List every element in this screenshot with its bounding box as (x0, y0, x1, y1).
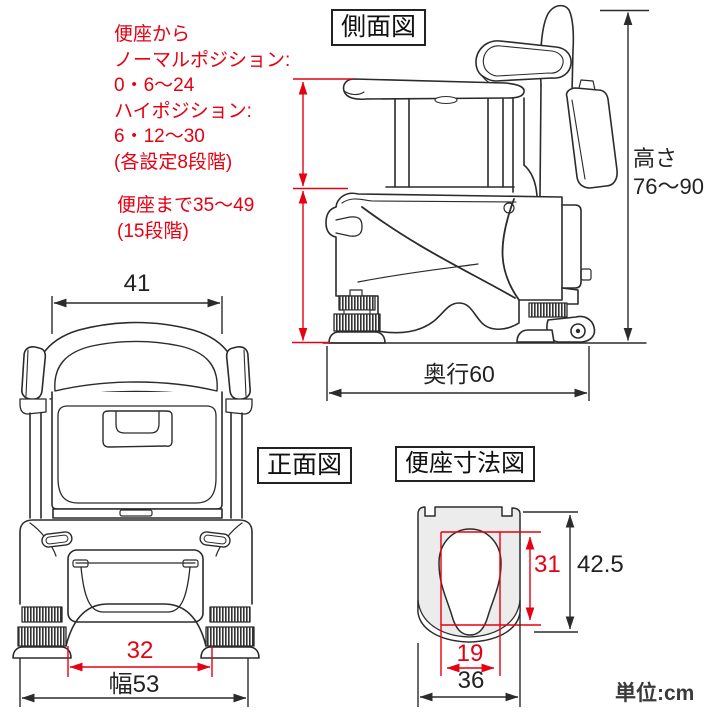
seat-opening-depth-dimension: 31 (534, 551, 561, 578)
seat-view-dimensions (417, 511, 578, 707)
height-dimension-value: 76〜90 (633, 174, 704, 199)
seat-view-drawing (417, 506, 521, 643)
note-line: (15段階) (117, 220, 189, 242)
seat-opening-width-dimension: 19 (456, 640, 484, 667)
seat-total-depth-dimension: 42.5 (577, 551, 624, 578)
front-view-label: 正面図 (257, 447, 353, 485)
note-line: ハイポジション: (114, 100, 252, 122)
width-dimension: 幅53 (108, 671, 160, 698)
seat-view-label: 便座寸法図 (395, 446, 535, 482)
note-line: 便座まで35〜49 (117, 195, 255, 216)
top-width-dimension: 41 (123, 270, 151, 297)
note-line: 便座から (114, 24, 191, 45)
unit-note: 単位:cm (615, 682, 695, 705)
note-line: (各設定8段階) (114, 151, 233, 173)
front-view-drawing (12, 321, 260, 659)
side-view-drawing (322, 4, 647, 344)
front-view-dimensions (19, 296, 249, 707)
side-view-label: 側面図 (331, 9, 427, 47)
height-dimension: 高さ 76〜90 (633, 145, 704, 201)
seat-width-dimension: 36 (457, 667, 485, 694)
note-line: ノーマルポジション: (114, 49, 291, 71)
seat-offset-note: 便座から ノーマルポジション: 0・6〜24 ハイポジション: 6・12〜30 … (114, 22, 290, 175)
side-view-dimensions (292, 9, 649, 401)
height-dimension-label: 高さ (633, 146, 678, 171)
note-line: 0・6〜24 (114, 75, 195, 96)
depth-dimension: 奥行60 (423, 361, 495, 387)
seat-height-note: 便座まで35〜49 (15段階) (117, 193, 254, 244)
inner-width-dimension: 32 (126, 637, 154, 664)
note-line: 6・12〜30 (114, 126, 205, 147)
